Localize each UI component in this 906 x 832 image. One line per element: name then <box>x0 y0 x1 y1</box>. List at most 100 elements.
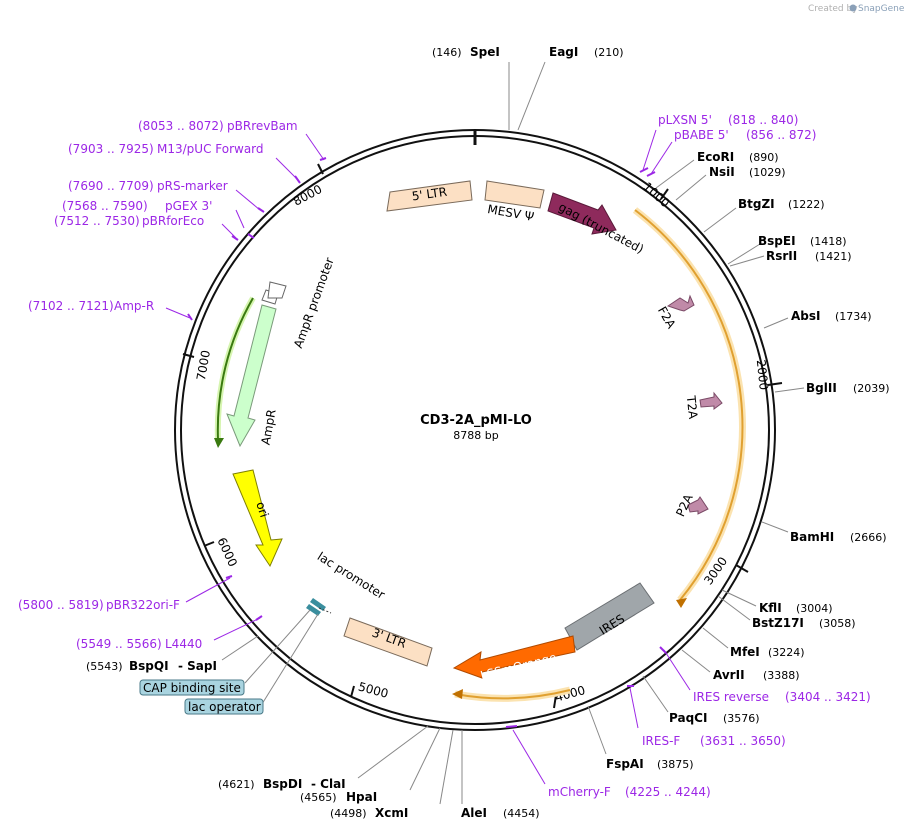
site-name-btgzi: BtgZI <box>738 197 775 211</box>
primer-mark-m13-puc-forward <box>294 175 301 184</box>
primer-leader-prs-marker <box>235 189 261 211</box>
primer-mark-pgex3 <box>247 233 255 239</box>
site-name-fspai: FspAI <box>606 757 644 771</box>
primer-leader-pbr322ori-f <box>185 577 231 603</box>
site-pos-eagi: (210) <box>594 46 624 59</box>
plasmid-name: CD3-2A_pMI-LO <box>420 413 532 428</box>
site-name-rsrii: RsrII <box>766 249 797 263</box>
site-name-mfei: MfeI <box>730 645 760 659</box>
site-leader-btgzi <box>703 207 737 233</box>
primer-mark-prs-marker <box>257 207 265 213</box>
primer-range-pbr322ori-f: (5800 .. 5819) <box>18 598 104 612</box>
primer-mark-l4440 <box>255 615 263 621</box>
primer-range-ires-f: (3631 .. 3650) <box>700 734 786 748</box>
primer-name-mcherry-f: mCherry-F <box>548 785 611 799</box>
site-pos-hpai: (4565) <box>300 791 337 804</box>
primer-name-ires-reverse: IRES reverse <box>693 690 769 704</box>
site-pos-bspei: (1418) <box>810 235 847 248</box>
site-pos-kfli: (3004) <box>796 602 833 615</box>
site-pos-bspdi: (4621) <box>218 778 255 791</box>
snapgene-logo-icon <box>849 4 857 12</box>
primer-range-pbabe5: (856 .. 872) <box>746 128 816 142</box>
primer-range-l4440: (5549 .. 5566) <box>76 637 162 651</box>
feature-cap-site-block <box>306 604 321 616</box>
primer-name-pbrrevbam: pBRrevBam <box>227 119 298 133</box>
tick-label-8000: 8000 <box>291 182 325 209</box>
feature-lac-operator-block <box>310 598 326 611</box>
site-leader-bamhi <box>761 521 789 533</box>
restriction-sites: (146) SpeI EagI (210) EcoRI (890) NsiI (… <box>86 45 890 820</box>
site-leader-bglii <box>774 387 805 393</box>
tick-mark-4000 <box>553 694 557 709</box>
site-name-spei: SpeI <box>470 45 500 59</box>
site-leader-bspqi <box>221 635 259 661</box>
site-name-ecori: EcoRI <box>697 150 734 164</box>
lac-operator-box <box>184 698 264 715</box>
site-leader-nsii <box>675 174 707 201</box>
primer-name-pgex3: pGEX 3' <box>165 199 212 213</box>
primer-name-l4440: L4440 <box>165 637 202 651</box>
primer-leader-plxsn5 <box>642 129 657 171</box>
primer-leader-l4440 <box>213 617 261 641</box>
primer-name-pbrforeco: pBRforEco <box>142 214 204 228</box>
site-name-alei: AleI <box>461 806 487 820</box>
site-pos-bstz17i: (3058) <box>819 617 856 630</box>
site-leader-xcmi <box>439 729 454 805</box>
feature-ampr-promoter-arrow <box>267 281 287 299</box>
primer-mark-pbabe5 <box>646 171 656 177</box>
primer-range-prs-marker: (7690 .. 7709) <box>68 179 154 193</box>
site-leader-bspdi <box>357 725 429 779</box>
primer-leader-pbrforeco <box>221 223 237 239</box>
site-leader-avrii <box>681 649 711 673</box>
site-pos-alei: (4454) <box>503 807 540 820</box>
feature-t2a-label: T2A <box>684 394 701 420</box>
primer-mark-amp-r <box>187 313 193 321</box>
feature-3ltr <box>343 617 433 667</box>
cds-track-arrowhead <box>676 598 687 608</box>
lac-operator-leader <box>261 613 319 705</box>
feature-ori-label: ori <box>253 500 271 519</box>
cds-track-arc <box>634 209 744 601</box>
site-pos-mfei: (3224) <box>768 646 805 659</box>
site-name-kfli: KflI <box>759 601 782 615</box>
site-name-avrii: AvrII <box>713 668 745 682</box>
feature-lac-promoter-label: lac promoter <box>315 549 388 602</box>
feature-f2a <box>666 294 695 312</box>
site-name-paqci: PaqCI <box>669 711 707 725</box>
primer-range-pbrrevbam: (8053 .. 8072) <box>138 119 224 133</box>
site-pos-paqci: (3576) <box>723 712 760 725</box>
site-leader-mfei <box>702 627 729 649</box>
primer-leader-pbabe5 <box>650 141 673 175</box>
site-pos-spei: (146) <box>432 46 462 59</box>
feature-ires <box>564 582 655 651</box>
primer-name-prs-marker: pRS-marker <box>157 179 228 193</box>
site-leader-hpai <box>409 727 441 791</box>
tick-mark-5000 <box>350 685 355 698</box>
primer-leader-m13-puc-forward <box>275 157 299 181</box>
site-pos-bspqi: (5543) <box>86 660 123 673</box>
tick-mark-3000 <box>735 564 749 573</box>
primer-mark-pbrrevbam <box>319 157 327 161</box>
cap-site-leader <box>244 609 311 684</box>
site-name-hpai: HpaI <box>346 790 377 804</box>
site-pos-btgzi: (1222) <box>788 198 825 211</box>
feature-mesv-box <box>484 180 545 209</box>
primer-range-amp-r: (7102 .. 7121) <box>28 299 114 313</box>
lssm-track-arrowhead <box>452 689 463 699</box>
primer-mark-plxsn5 <box>639 167 649 173</box>
site-pos-bamhi: (2666) <box>850 531 887 544</box>
feature-ori <box>232 469 283 568</box>
site-pos-nsii: (1029) <box>749 166 786 179</box>
site-leader-absi <box>763 317 789 329</box>
site-name-nsii: NsiI <box>709 165 735 179</box>
cap-binding-site-box <box>139 679 245 696</box>
primer-name-ires-f: IRES-F <box>642 734 680 748</box>
credit-brand: SnapGene <box>858 4 905 14</box>
site-pos-ecori: (890) <box>749 151 779 164</box>
site-leader-bspei <box>727 243 761 265</box>
feature-lssmorange <box>452 635 576 679</box>
lac-operator-label: lac operator <box>188 700 261 714</box>
site-leader-ecori <box>655 159 695 189</box>
tick-mark-6000 <box>203 541 215 547</box>
